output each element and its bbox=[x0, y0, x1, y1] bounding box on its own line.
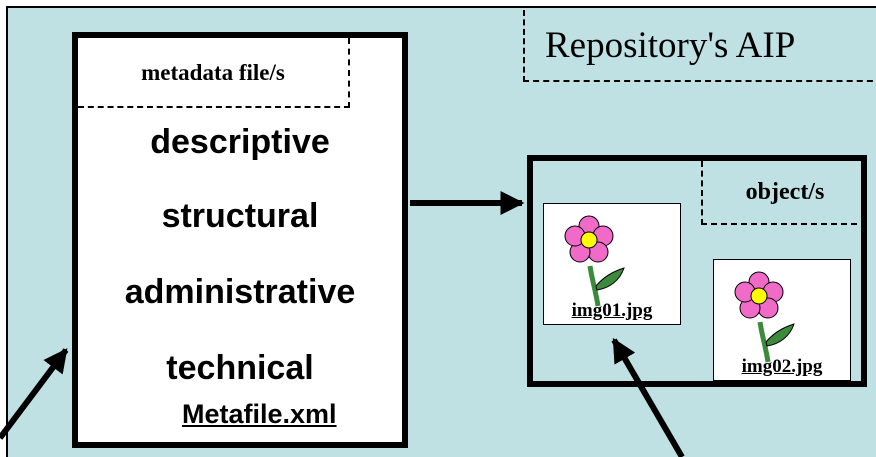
metadata-type-descriptive: descriptive bbox=[150, 123, 330, 161]
file-name-img02: img02.jpg bbox=[741, 356, 823, 377]
file-card-img02: img02.jpg bbox=[713, 259, 851, 381]
objects-box: object/s img01.jpg bbox=[527, 155, 867, 387]
metadata-type-structural: structural bbox=[161, 197, 319, 235]
metafile-filename: Metafile.xml bbox=[182, 399, 337, 429]
metadata-type-administrative: administrative bbox=[124, 273, 356, 311]
metadata-file-title: metadata file/s bbox=[78, 38, 350, 108]
metadata-file-box: metadata file/s descriptive structural a… bbox=[72, 32, 408, 448]
file-name-img01: img01.jpg bbox=[571, 300, 653, 321]
file-card-img01: img01.jpg bbox=[543, 203, 681, 325]
repository-aip-title: Repository's AIP bbox=[523, 10, 876, 82]
flower-icon bbox=[564, 215, 625, 307]
objects-title: object/s bbox=[701, 161, 867, 225]
metadata-type-technical: technical bbox=[166, 349, 314, 387]
flower-icon bbox=[734, 271, 795, 363]
